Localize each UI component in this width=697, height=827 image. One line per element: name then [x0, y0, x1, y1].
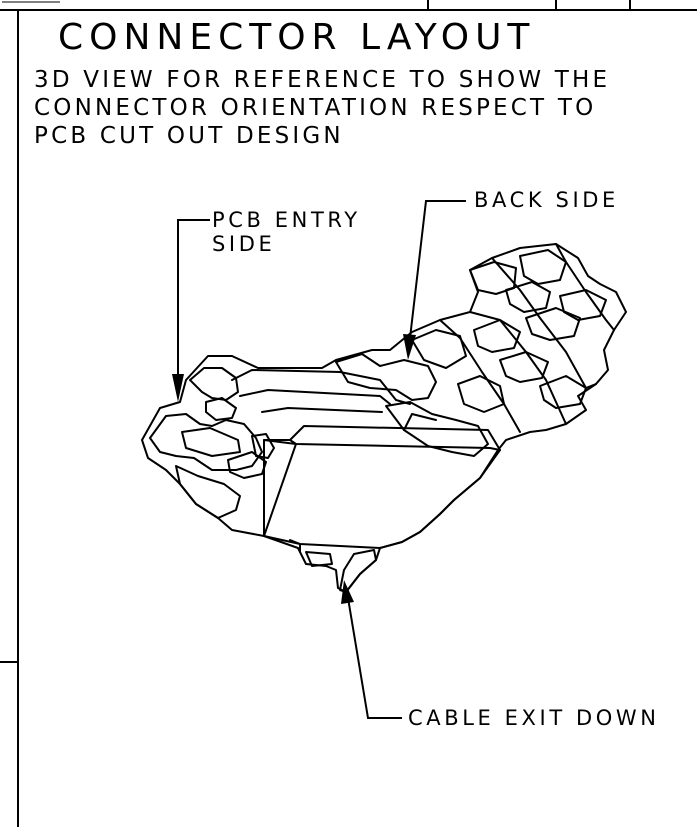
housing-side-edge	[263, 439, 297, 537]
callout-pcb-entry-line-2: SIDE	[212, 232, 276, 256]
reference-note-line-3: PCB CUT OUT DESIGN	[34, 123, 344, 149]
bottom-foot-1	[305, 551, 333, 567]
leader-pcb-entry	[177, 219, 210, 378]
back-grid-line-2	[469, 311, 567, 425]
diagram-title: CONNECTOR LAYOUT	[58, 17, 536, 58]
leader-cable-exit	[347, 597, 402, 719]
leader-lines	[177, 200, 466, 719]
bottom-foot-2	[289, 539, 301, 553]
arrowhead-cable-exit	[341, 580, 354, 604]
back-cavity-6	[539, 375, 587, 409]
center-cross-feature-1	[335, 353, 437, 401]
housing-rail-3	[261, 407, 383, 413]
connector-3d-view	[141, 243, 627, 593]
back-cavity-1	[411, 329, 467, 369]
housing-front-face	[263, 439, 501, 549]
back-cavity-10	[505, 281, 551, 313]
back-cavity-5	[525, 307, 581, 341]
pcb-entry-contact-3	[227, 451, 267, 479]
pcb-entry-latch-2	[175, 465, 241, 519]
callout-back-side: BACK SIDE	[474, 188, 619, 212]
back-cavity-4	[499, 351, 549, 383]
arrowhead-back-side	[403, 334, 416, 360]
housing-top-edge	[289, 425, 501, 451]
housing-rail-2	[239, 389, 391, 405]
reference-note-line-1: 3D VIEW FOR REFERENCE TO SHOW THE	[34, 67, 611, 93]
reference-note-line-2: CONNECTOR ORIENTATION RESPECT TO	[34, 95, 597, 121]
pcb-entry-contact-2	[181, 427, 241, 457]
cable-exit-tab	[339, 549, 377, 593]
connector-body-outline	[141, 243, 627, 593]
pcb-entry-latch-1	[149, 413, 263, 471]
back-grid-line-1	[439, 319, 521, 433]
back-cavity-8	[519, 249, 567, 285]
pcb-entry-latch-3	[189, 367, 239, 401]
back-cavity-9	[559, 289, 607, 321]
back-grid-line-3	[491, 257, 597, 389]
leader-back-side	[409, 200, 466, 339]
pcb-entry-tab	[251, 433, 275, 459]
callout-cable-exit: CABLE EXIT DOWN	[408, 706, 660, 730]
back-grid-line-4	[555, 243, 615, 331]
housing-rail-1	[231, 369, 411, 405]
callout-pcb-entry-line-1: PCB ENTRY	[212, 208, 361, 232]
callout-pcb-entry: PCB ENTRY SIDE	[212, 208, 361, 256]
center-cross-feature-2	[385, 401, 489, 457]
leader-arrowheads	[172, 334, 416, 604]
pcb-entry-contact-1	[205, 397, 237, 421]
center-cross-edge	[403, 413, 437, 431]
arrowhead-pcb-entry	[172, 374, 184, 402]
reference-note: 3D VIEW FOR REFERENCE TO SHOW THE CONNEC…	[34, 66, 610, 150]
